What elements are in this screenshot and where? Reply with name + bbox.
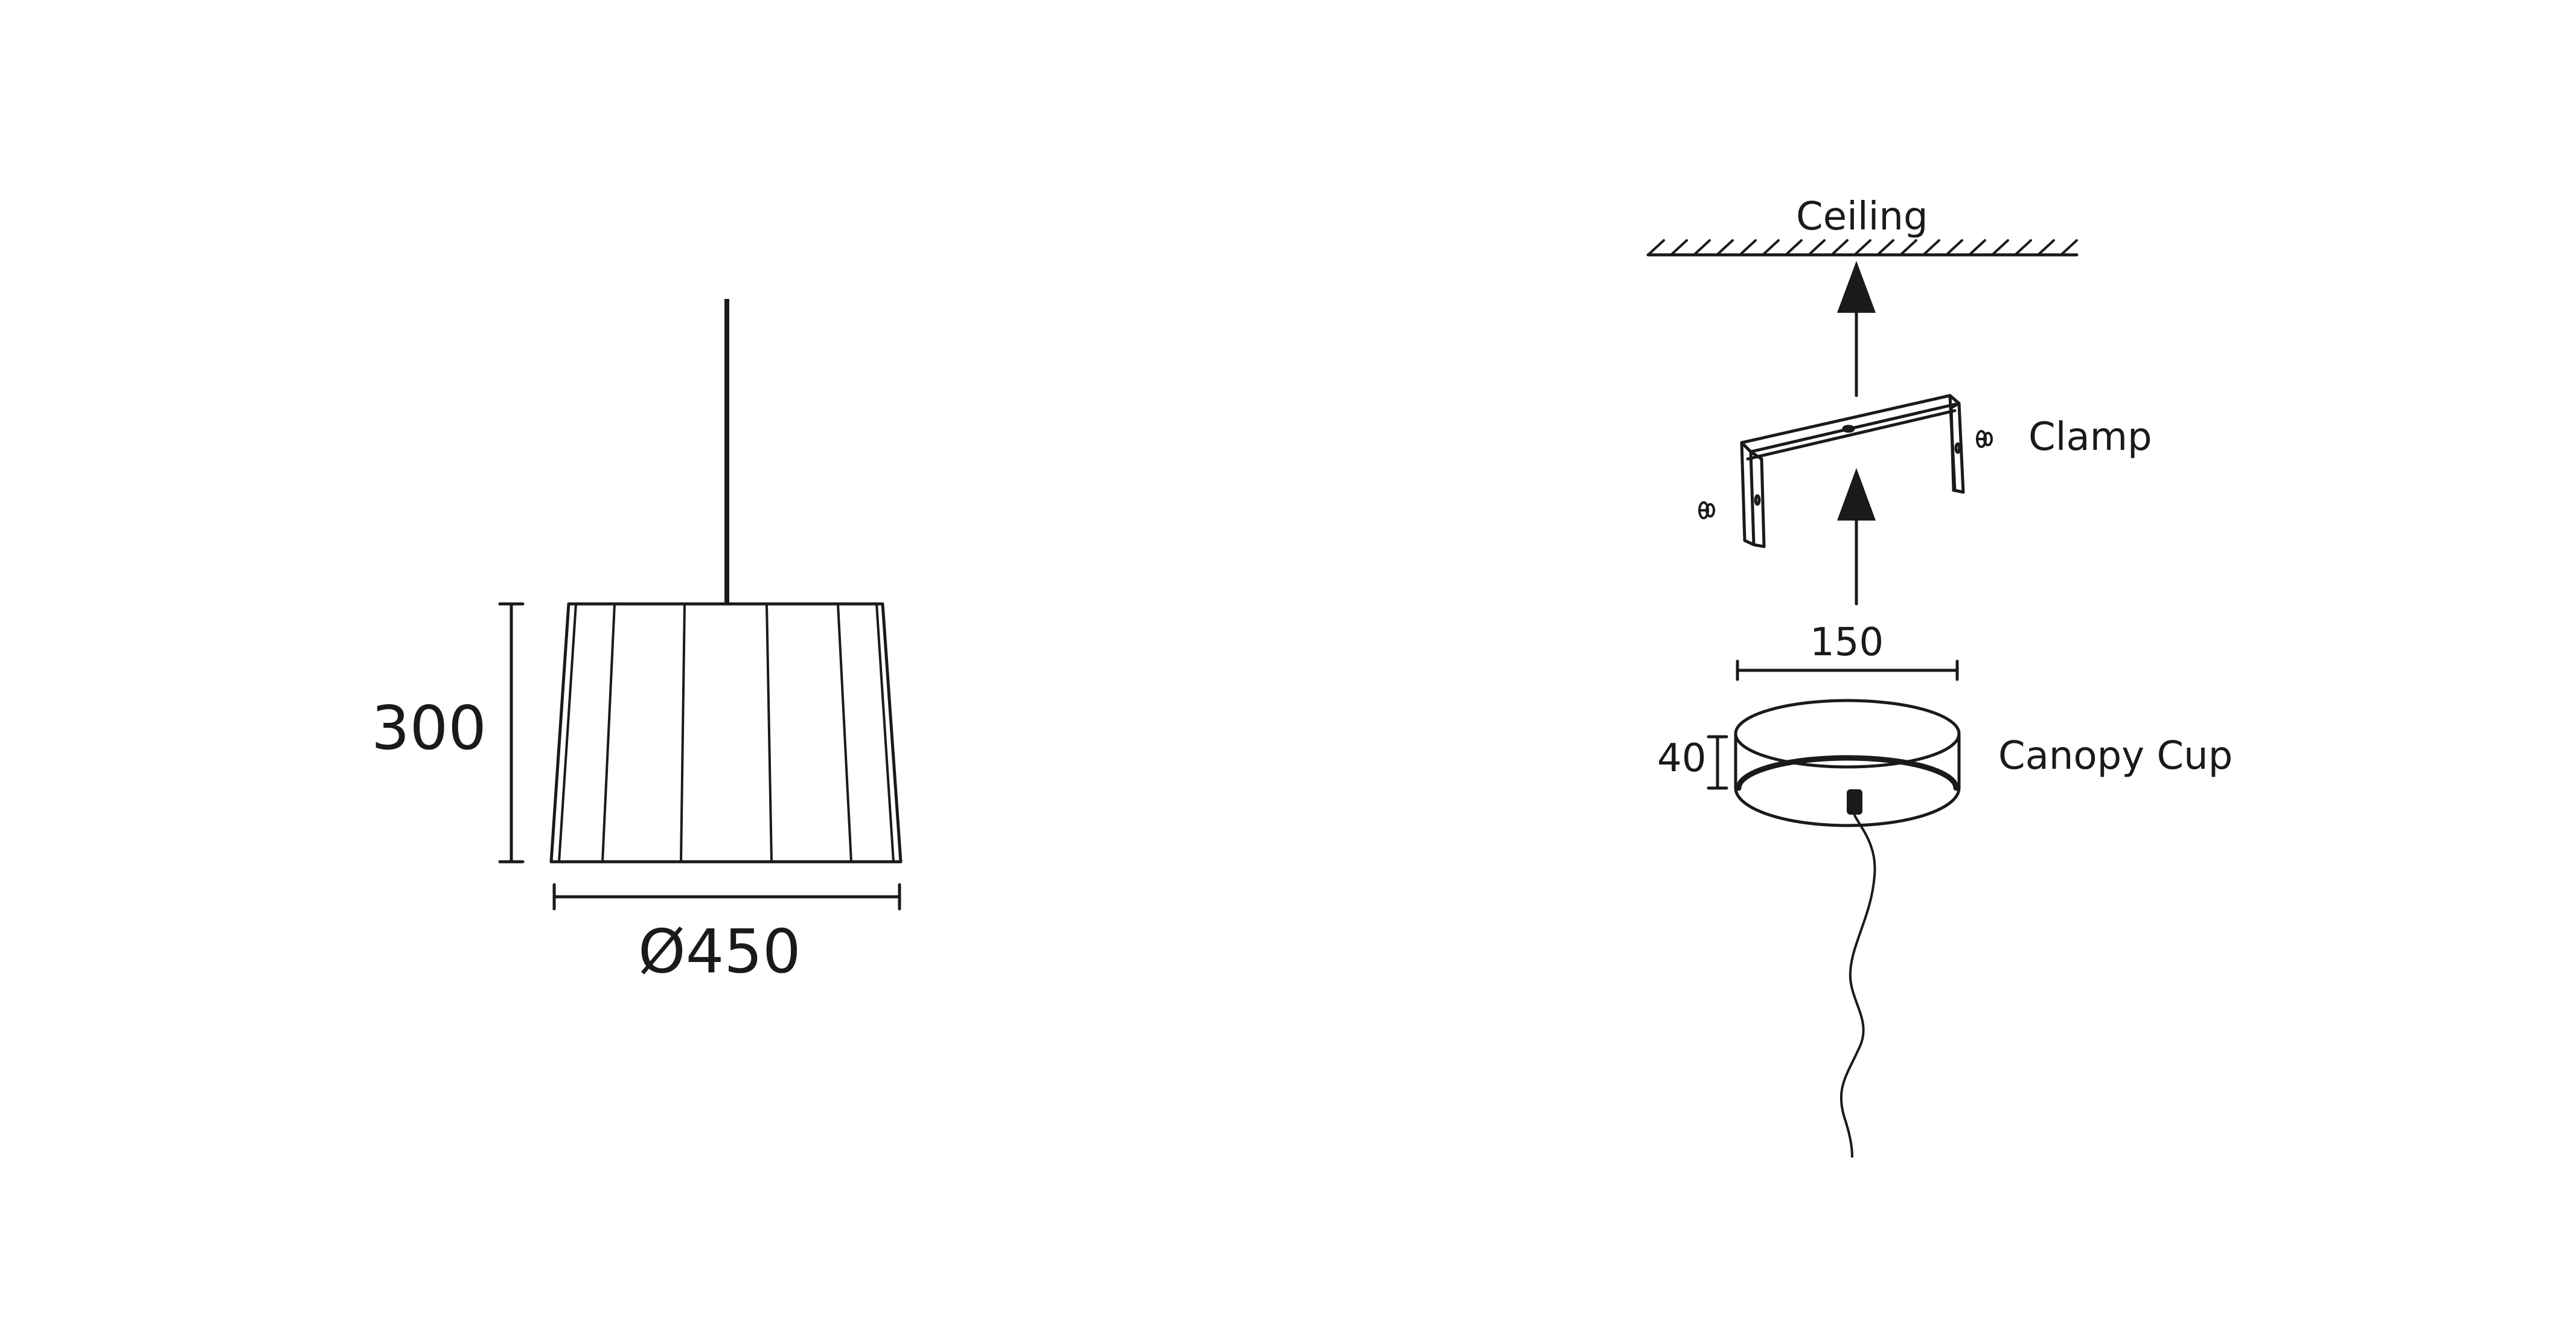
canopy-height-dimension: 40: [1657, 735, 1728, 790]
ceiling-label: Ceiling: [1796, 194, 1928, 239]
ceiling-hatch-mark: [1876, 239, 1894, 256]
ceiling-hatch-mark: [1968, 239, 1986, 256]
shade-edge-left: [558, 603, 577, 863]
ceiling-hatch-mark: [1807, 239, 1826, 256]
ceiling-hatch-mark: [2060, 239, 2078, 256]
ceiling-hatch-mark: [1922, 239, 1940, 256]
shade-pleat: [680, 603, 686, 863]
mounting-assembly: Ceiling: [1646, 194, 2232, 1158]
canopy-cup: [1734, 699, 1961, 827]
ceiling-hatch-mark: [1762, 239, 1780, 256]
height-label: 300: [371, 693, 487, 763]
ceiling-hatch-mark: [1739, 239, 1757, 256]
ceiling-hatch-mark: [1945, 239, 1963, 256]
arrow-up-to-ceiling: [1837, 261, 1876, 397]
ceiling-hatch-mark: [1716, 239, 1734, 256]
ceiling: Ceiling: [1646, 194, 2079, 257]
ceiling-hatch-mark: [2037, 239, 2055, 256]
ceiling-hatch-mark: [1853, 239, 1871, 256]
canopy-height-label: 40: [1657, 736, 1706, 781]
canopy-width-label: 150: [1810, 620, 1884, 665]
ceiling-hatch-mark: [1991, 239, 2009, 256]
clamp-screw-right: [1976, 430, 1993, 448]
ceiling-hatch-mark: [1670, 239, 1688, 256]
shade-edge-right: [875, 603, 895, 863]
clamp-label: Clamp: [2028, 415, 2152, 460]
clamp-screw-left: [1698, 501, 1715, 519]
ceiling-hatch-mark: [1693, 239, 1711, 256]
ceiling-hatch-mark: [1785, 239, 1803, 256]
arrow-up-to-clamp: [1837, 468, 1876, 606]
power-cable: [1839, 814, 1876, 1158]
suspension-rod: [724, 299, 729, 604]
canopy-label: Canopy Cup: [1998, 734, 2232, 778]
ceiling-hatch-mark: [1647, 239, 1665, 256]
pendant-lamp: 300 Ø450: [371, 299, 903, 987]
diameter-dimension: Ø450: [552, 883, 901, 987]
ceiling-hatching: [1647, 239, 2078, 256]
lamp-shade: [549, 602, 903, 864]
shade-pleat: [837, 603, 852, 863]
clamp: [1740, 394, 1965, 548]
ceiling-hatch-mark: [1899, 239, 1917, 256]
ceiling-hatch-mark: [2014, 239, 2032, 256]
diameter-label: Ø450: [638, 916, 801, 987]
canopy-width-dimension: 150: [1736, 620, 1959, 681]
height-dimension: 300: [371, 602, 525, 864]
shade-pleat: [765, 603, 773, 863]
cable-grommet: [1847, 789, 1862, 815]
shade-pleat: [601, 603, 616, 863]
ceiling-hatch-mark: [1830, 239, 1849, 256]
